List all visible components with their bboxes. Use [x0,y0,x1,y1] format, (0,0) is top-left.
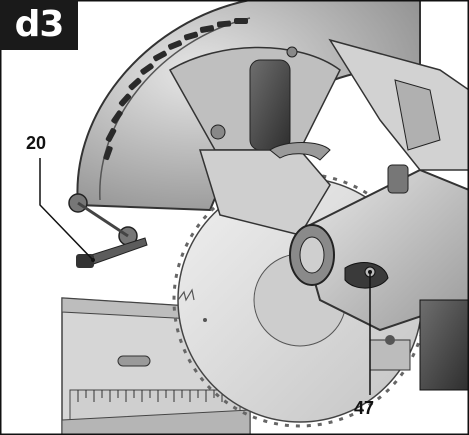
handle-assembly [328,38,469,391]
figure-badge-label: d3 [14,4,65,45]
leader-lines [39,158,371,395]
lower-guard-lever [76,237,148,268]
guard-knobs [68,193,138,246]
upper-blade-guard [76,0,421,212]
callout-20-label: 20 [26,133,47,153]
vent-slots [103,18,248,161]
callout-47-label: 47 [354,398,375,418]
motor-arm [289,168,469,332]
figure-badge: d3 [0,0,78,50]
arm-hook [269,142,331,161]
